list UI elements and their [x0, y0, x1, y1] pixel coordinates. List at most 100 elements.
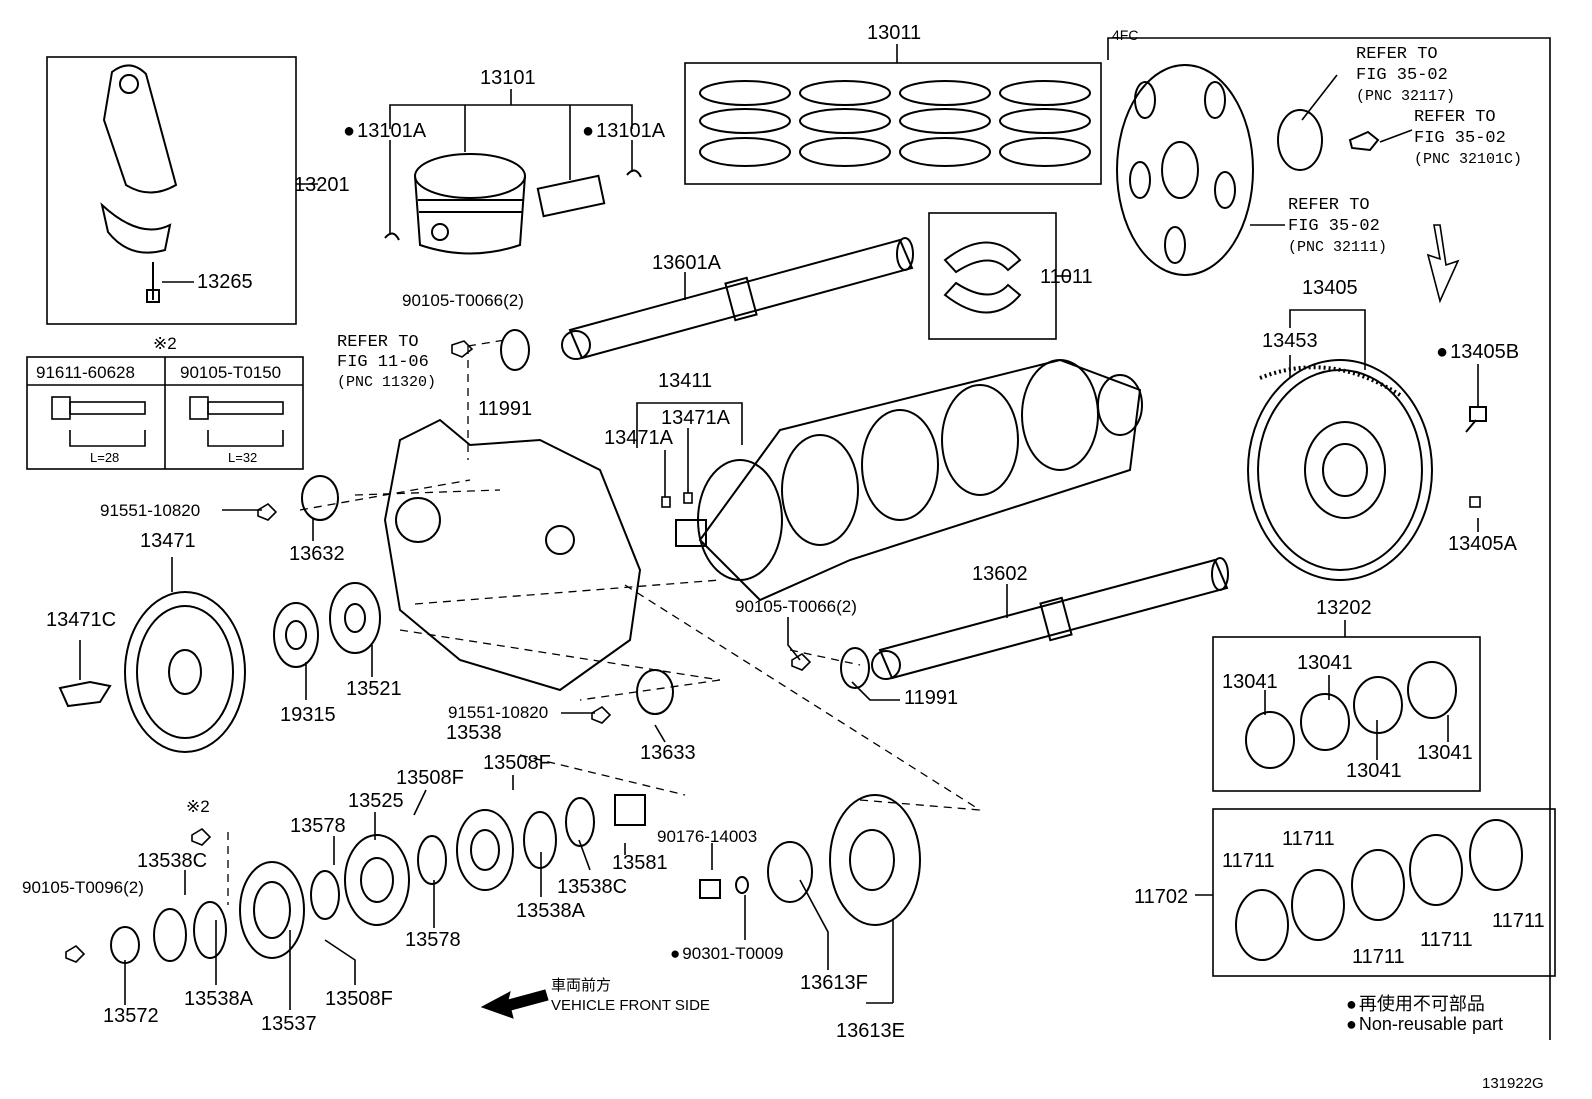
- ref-fig35-c-line1: REFER TO: [1288, 196, 1370, 215]
- label-13453[interactable]: 13453: [1262, 330, 1318, 352]
- label-13471A-a[interactable]: 13471A: [604, 427, 673, 449]
- label-11711-a[interactable]: 11711: [1222, 850, 1275, 872]
- bolt-right-length: L=32: [228, 450, 258, 465]
- label-13041-a[interactable]: 13041: [1222, 671, 1278, 693]
- label-11011[interactable]: 11011: [1040, 266, 1093, 288]
- crankshaft-pulley: [58, 591, 246, 753]
- label-13508F-b[interactable]: 13508F: [483, 752, 551, 774]
- label-13405[interactable]: 13405: [1302, 277, 1358, 299]
- flywheel-spacer: [1277, 109, 1380, 171]
- legend-jp: 再使用不可部品: [1346, 990, 1485, 1016]
- label-13411[interactable]: 13411: [658, 370, 713, 392]
- label-11711-e[interactable]: 11711: [1492, 910, 1545, 932]
- drive-plate: [1116, 64, 1254, 276]
- label-13633[interactable]: 13633: [640, 742, 696, 764]
- conrod-bearing-box: [1212, 636, 1481, 792]
- label-13613E[interactable]: 13613E: [836, 1020, 905, 1042]
- ref-fig11-line2[interactable]: FIG 11-06: [337, 353, 429, 372]
- ref-fig35-b-line2[interactable]: FIG 35-02: [1414, 129, 1506, 148]
- label-13471A-b[interactable]: 13471A: [661, 407, 730, 429]
- label-13538A-b[interactable]: 13538A: [516, 900, 585, 922]
- bolt-images: [51, 396, 284, 447]
- label-90176-14003[interactable]: 90176-14003: [657, 827, 758, 846]
- label-13601A[interactable]: 13601A: [652, 252, 721, 274]
- label-13538C-a[interactable]: 13538C: [137, 850, 208, 872]
- label-13471[interactable]: 13471: [140, 530, 196, 552]
- label-11702[interactable]: 11702: [1134, 886, 1189, 908]
- label-11711-b[interactable]: 11711: [1282, 828, 1335, 850]
- label-19315[interactable]: 19315: [280, 704, 336, 726]
- ref-fig35-c-line2[interactable]: FIG 35-02: [1288, 217, 1380, 236]
- label-91551-10820-a[interactable]: 91551-10820: [100, 501, 201, 520]
- label-13613F[interactable]: 13613F: [800, 972, 868, 994]
- label-13508F-a[interactable]: 13508F: [396, 767, 464, 789]
- label-13572[interactable]: 13572: [103, 1005, 159, 1027]
- tensioner-13581: [614, 794, 646, 826]
- conrod-bearings: [1245, 661, 1457, 769]
- gear-13521: [329, 582, 381, 654]
- ref-fig35-a-line1: REFER TO: [1356, 45, 1438, 64]
- label-13471C[interactable]: 13471C: [46, 609, 117, 631]
- seal-11991-a: [500, 329, 530, 371]
- clip-13538C-a: [153, 908, 187, 962]
- label-13578-b[interactable]: 13578: [405, 929, 461, 951]
- label-13508F-c[interactable]: 13508F: [325, 988, 393, 1010]
- label-13581[interactable]: 13581: [612, 852, 668, 874]
- washer-13537: [239, 861, 305, 959]
- label-13041-d[interactable]: 13041: [1417, 742, 1473, 764]
- label-13202[interactable]: 13202: [1316, 597, 1372, 619]
- label-90105-T0066-b[interactable]: 90105-T0066(2): [735, 597, 857, 616]
- label-91551-10820-b[interactable]: 91551-10820: [448, 703, 549, 722]
- label-13101A-right[interactable]: 13101A: [582, 120, 665, 142]
- piston-ring-sets: [699, 80, 1091, 167]
- ref-fig35-a-line2[interactable]: FIG 35-02: [1356, 66, 1448, 85]
- ring-13578-b: [417, 835, 447, 885]
- sprocket-13632: [301, 475, 339, 521]
- bolt-right-part[interactable]: 90105-T0150: [180, 363, 282, 382]
- front-arrow-icon: [480, 989, 549, 1019]
- label-13538C-b[interactable]: 13538C: [557, 876, 628, 898]
- gear-13525: [344, 834, 410, 926]
- label-13538[interactable]: 13538: [446, 722, 502, 744]
- label-13101[interactable]: 13101: [480, 67, 536, 89]
- main-bearings: [1235, 819, 1523, 961]
- label-13538A-a[interactable]: 13538A: [184, 988, 253, 1010]
- label-13011[interactable]: 13011: [867, 22, 922, 44]
- sprocket-13538: [456, 809, 514, 891]
- label-13041-b[interactable]: 13041: [1297, 652, 1353, 674]
- ref-fig35-a-line3: (PNC 32117): [1356, 88, 1456, 105]
- ref-fig11-line1: REFER TO: [337, 333, 419, 352]
- flywheel: [1247, 359, 1433, 581]
- label-13405B[interactable]: 13405B: [1436, 341, 1519, 363]
- label-13521[interactable]: 13521: [346, 678, 402, 700]
- label-13041-c[interactable]: 13041: [1346, 760, 1402, 782]
- gear-13633: [636, 669, 674, 715]
- timing-chain-cover: [383, 418, 642, 692]
- bolt-left-length: L=28: [90, 450, 120, 465]
- label-13525[interactable]: 13525: [348, 790, 404, 812]
- label-11991-a[interactable]: 11991: [478, 398, 533, 420]
- label-13405A[interactable]: 13405A: [1448, 533, 1517, 555]
- oil-seal-13613F: [767, 841, 813, 903]
- label-13101A-left[interactable]: 13101A: [343, 120, 426, 142]
- note-mark-bottom: ※2: [186, 797, 210, 816]
- bolt-left-part[interactable]: 91611-60628: [36, 363, 135, 382]
- label-11711-c[interactable]: 11711: [1352, 946, 1405, 968]
- ref-fig35-b-line1: REFER TO: [1414, 108, 1496, 127]
- label-13265[interactable]: 13265: [197, 271, 253, 293]
- label-90105-T0096[interactable]: 90105-T0096(2): [22, 878, 144, 897]
- conrod-group-box: [46, 56, 297, 325]
- label-13201[interactable]: 13201: [294, 174, 350, 196]
- flywheel-bolt: [1465, 406, 1487, 433]
- label-11711-d[interactable]: 11711: [1420, 929, 1473, 951]
- label-13578-a[interactable]: 13578: [290, 815, 346, 837]
- label-90301-T0009[interactable]: 90301-T0009: [670, 943, 783, 965]
- label-90105-T0066-a[interactable]: 90105-T0066(2): [402, 291, 524, 310]
- label-13632[interactable]: 13632: [289, 543, 345, 565]
- clip-13538C-b: [565, 797, 595, 847]
- main-bearing-box: [1212, 808, 1556, 977]
- gasket-90301: [735, 876, 749, 894]
- label-13602[interactable]: 13602: [972, 563, 1028, 585]
- label-11991-b[interactable]: 11991: [904, 687, 959, 709]
- label-13537[interactable]: 13537: [261, 1013, 317, 1035]
